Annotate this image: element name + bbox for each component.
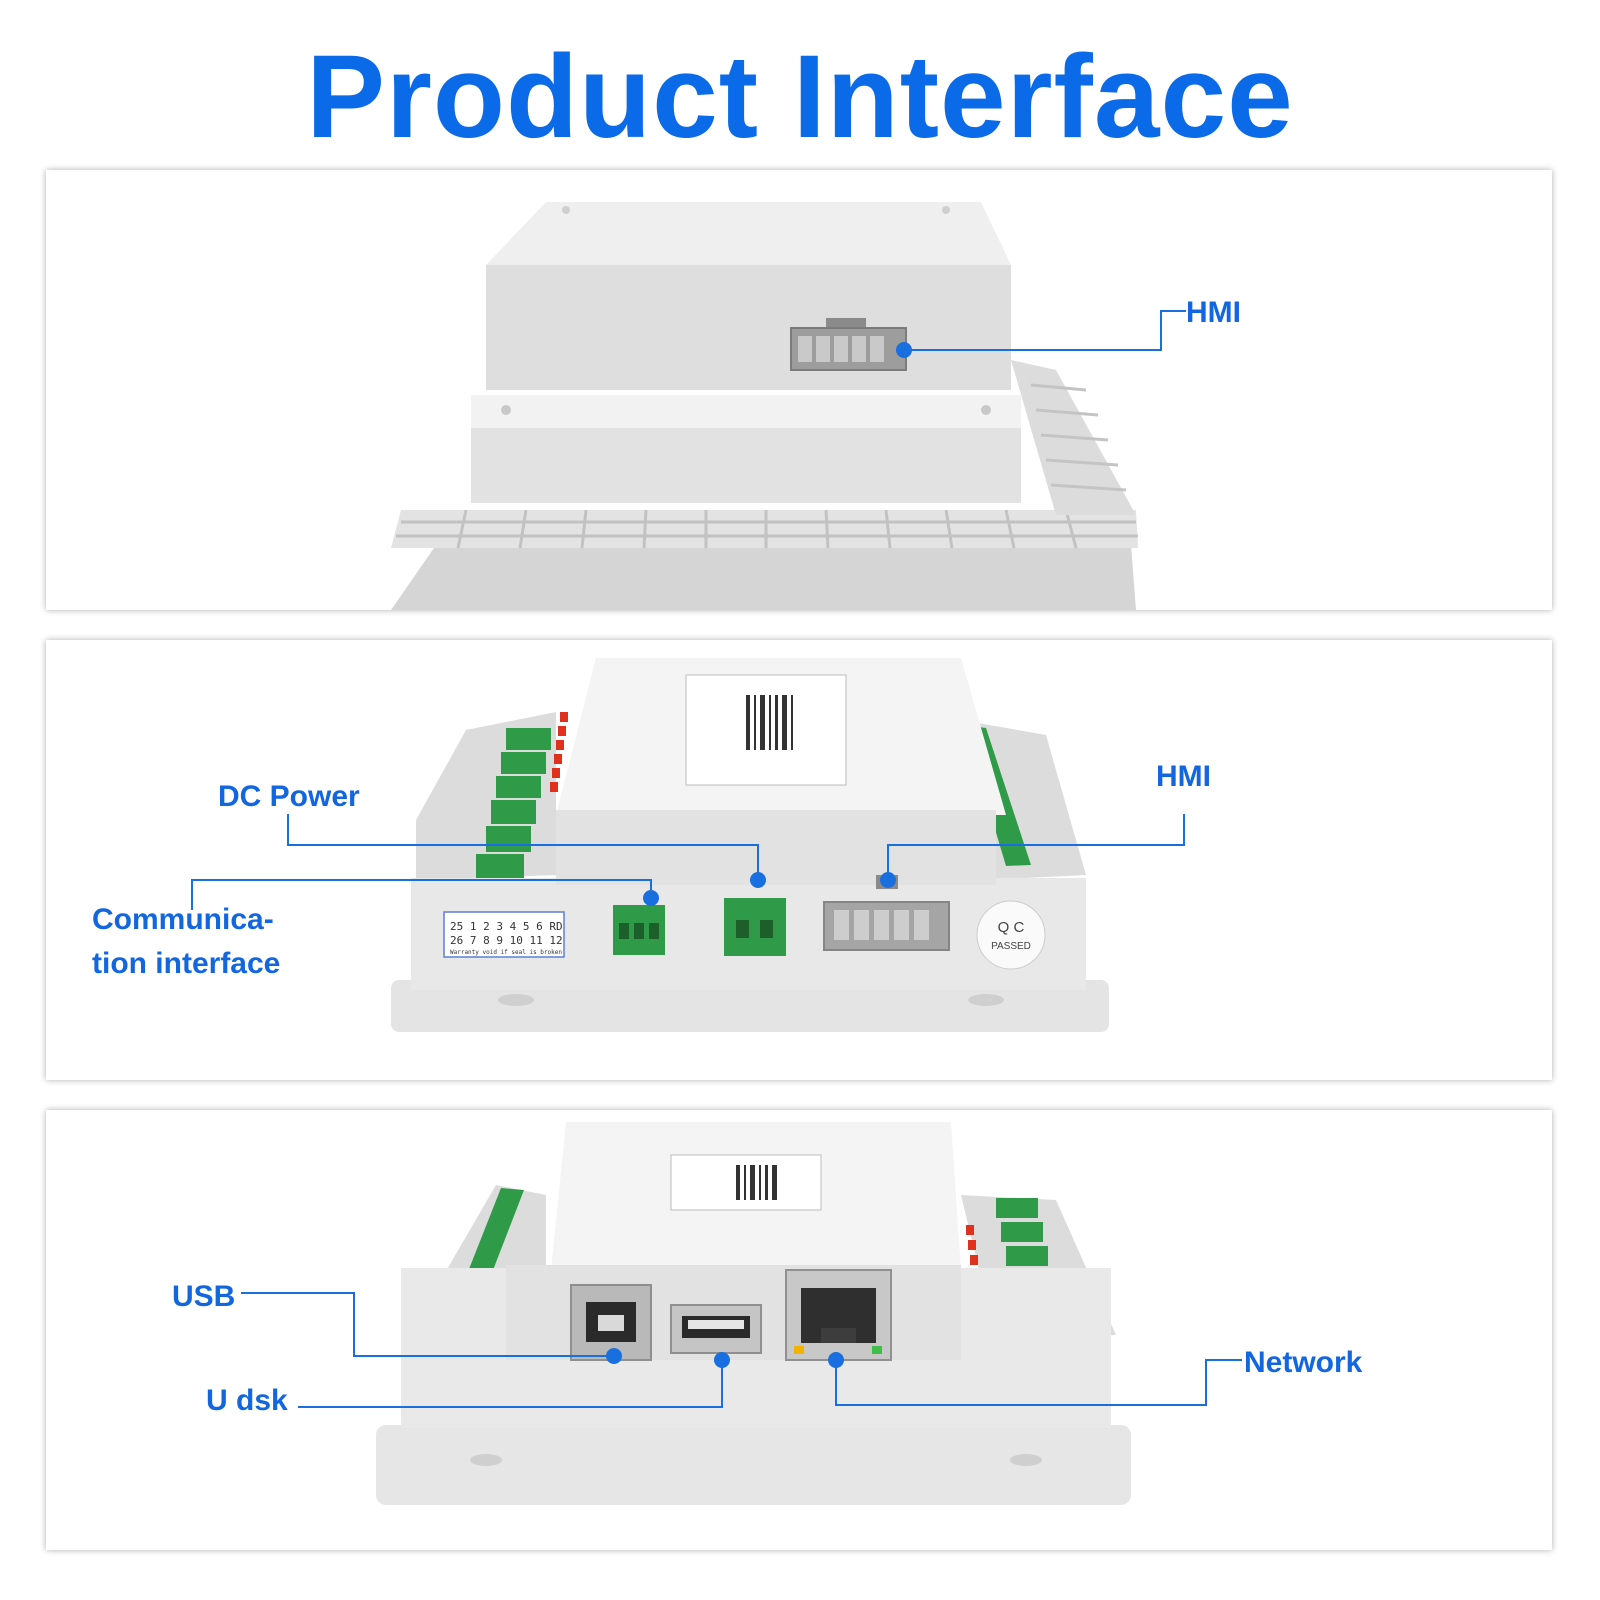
usb-label: USB xyxy=(172,1280,236,1313)
sticker-row-2: 26 7 8 9 10 11 12 xyxy=(450,934,563,947)
hmi-callout-line xyxy=(896,310,1186,358)
upper-housing xyxy=(486,265,1011,390)
controller-rear-view-image xyxy=(241,1122,1242,1505)
network-port xyxy=(785,1269,892,1361)
hmi-label: HMI xyxy=(1186,296,1241,329)
controller-front-view-image: 25 1 2 3 4 5 6 RD 26 7 8 9 10 11 12 Warr… xyxy=(191,658,1185,1032)
communication-callout-line xyxy=(191,879,652,910)
sticker-row-1: 25 1 2 3 4 5 6 RD xyxy=(450,920,563,933)
panel-front-view: 25 1 2 3 4 5 6 RD 26 7 8 9 10 11 12 Warr… xyxy=(46,640,1552,1080)
hmi-callout-line xyxy=(887,814,1185,880)
warranty-sticker: 25 1 2 3 4 5 6 RD 26 7 8 9 10 11 12 Warr… xyxy=(443,911,565,958)
network-callout-line xyxy=(835,1359,1242,1406)
panel-rear-view: USB U dsk Network xyxy=(46,1110,1552,1550)
communication-interface-label: Communica- tion interface xyxy=(92,903,281,980)
dc-power-callout-line xyxy=(287,814,759,880)
dc-power-label: DC Power xyxy=(218,780,360,813)
qc-line-2: PASSED xyxy=(991,941,1031,952)
page-title: Product Interface xyxy=(306,31,1294,163)
u-disk-label: U dsk xyxy=(206,1384,288,1417)
hmi-port xyxy=(790,318,907,371)
base-plate xyxy=(391,980,1109,1032)
base-plate xyxy=(376,1425,1131,1505)
u-disk-port xyxy=(670,1304,762,1354)
base-plate xyxy=(391,545,1136,610)
usb-port xyxy=(570,1284,652,1361)
panel-top-view: HMI xyxy=(46,170,1552,610)
hmi-port xyxy=(823,875,950,951)
controller-top-view-image xyxy=(391,202,1186,610)
top-cover xyxy=(486,202,1011,265)
communication-port xyxy=(613,905,665,955)
qc-line-1: Q C xyxy=(998,919,1025,936)
qc-passed-seal: Q C PASSED xyxy=(976,900,1046,970)
sticker-note: Warranty void if seal is broken xyxy=(450,949,562,956)
dc-power-port xyxy=(724,898,786,956)
u-disk-callout-line xyxy=(298,1360,723,1408)
left-terminal-blocks xyxy=(476,728,551,880)
network-label: Network xyxy=(1244,1346,1363,1379)
usb-callout-line xyxy=(241,1292,614,1357)
hmi-label: HMI xyxy=(1156,760,1211,793)
led-strip xyxy=(550,712,568,792)
